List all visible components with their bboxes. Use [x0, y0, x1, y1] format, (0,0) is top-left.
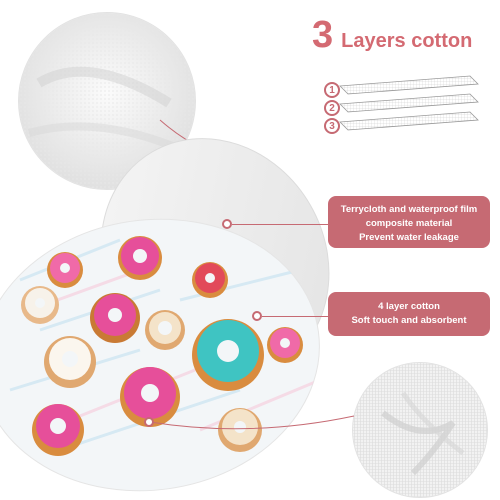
- headline-number: 3: [312, 14, 334, 56]
- callout-cotton: 4 layer cotton Soft touch and absorbent: [328, 292, 490, 336]
- layer-number-2: 2: [324, 100, 340, 116]
- callout-terrycloth: Terrycloth and waterproof film composite…: [328, 196, 490, 248]
- layer-sheet-3: [339, 111, 479, 131]
- layers-diagram: [339, 75, 479, 131]
- donut: [145, 310, 185, 350]
- donut: [192, 262, 228, 298]
- donut: [90, 293, 140, 343]
- muslin-zoom-circle: [352, 362, 488, 498]
- muslin-texture: [353, 363, 487, 497]
- donut-pattern: [9, 236, 321, 456]
- bib-pad-illustration: [0, 138, 330, 492]
- callout-2-line-2: Soft touch and absorbent: [351, 315, 467, 326]
- callout-1-line-3: Prevent water leakage: [359, 232, 459, 243]
- connector-line-callout-2: [262, 316, 328, 317]
- donut: [32, 404, 84, 456]
- layer-sheet-2: [339, 93, 479, 113]
- callout-2-line-1: 4 layer cotton: [378, 301, 440, 312]
- donut: [120, 367, 180, 427]
- donut: [267, 327, 303, 363]
- connector-dot-callout-2: [252, 311, 262, 321]
- headline: 3 Layers cotton: [312, 16, 472, 54]
- donut: [47, 252, 83, 288]
- connector-dot-bottom: [144, 417, 154, 427]
- donut: [118, 236, 162, 280]
- connector-bottom: [149, 415, 355, 430]
- donut: [218, 408, 262, 452]
- connector-line-callout-1: [232, 224, 328, 225]
- layer-number-1: 1: [324, 82, 340, 98]
- layer-sheet-1: [339, 75, 479, 95]
- donut-teal: [192, 319, 264, 391]
- donut: [21, 286, 59, 324]
- connector-dot-callout-1: [222, 219, 232, 229]
- layer-number-3: 3: [324, 118, 340, 134]
- callout-1-line-1: Terrycloth and waterproof film: [340, 204, 478, 215]
- callout-1-line-2: composite material: [365, 218, 453, 229]
- donut: [44, 336, 96, 388]
- headline-text: Layers cotton: [341, 30, 473, 52]
